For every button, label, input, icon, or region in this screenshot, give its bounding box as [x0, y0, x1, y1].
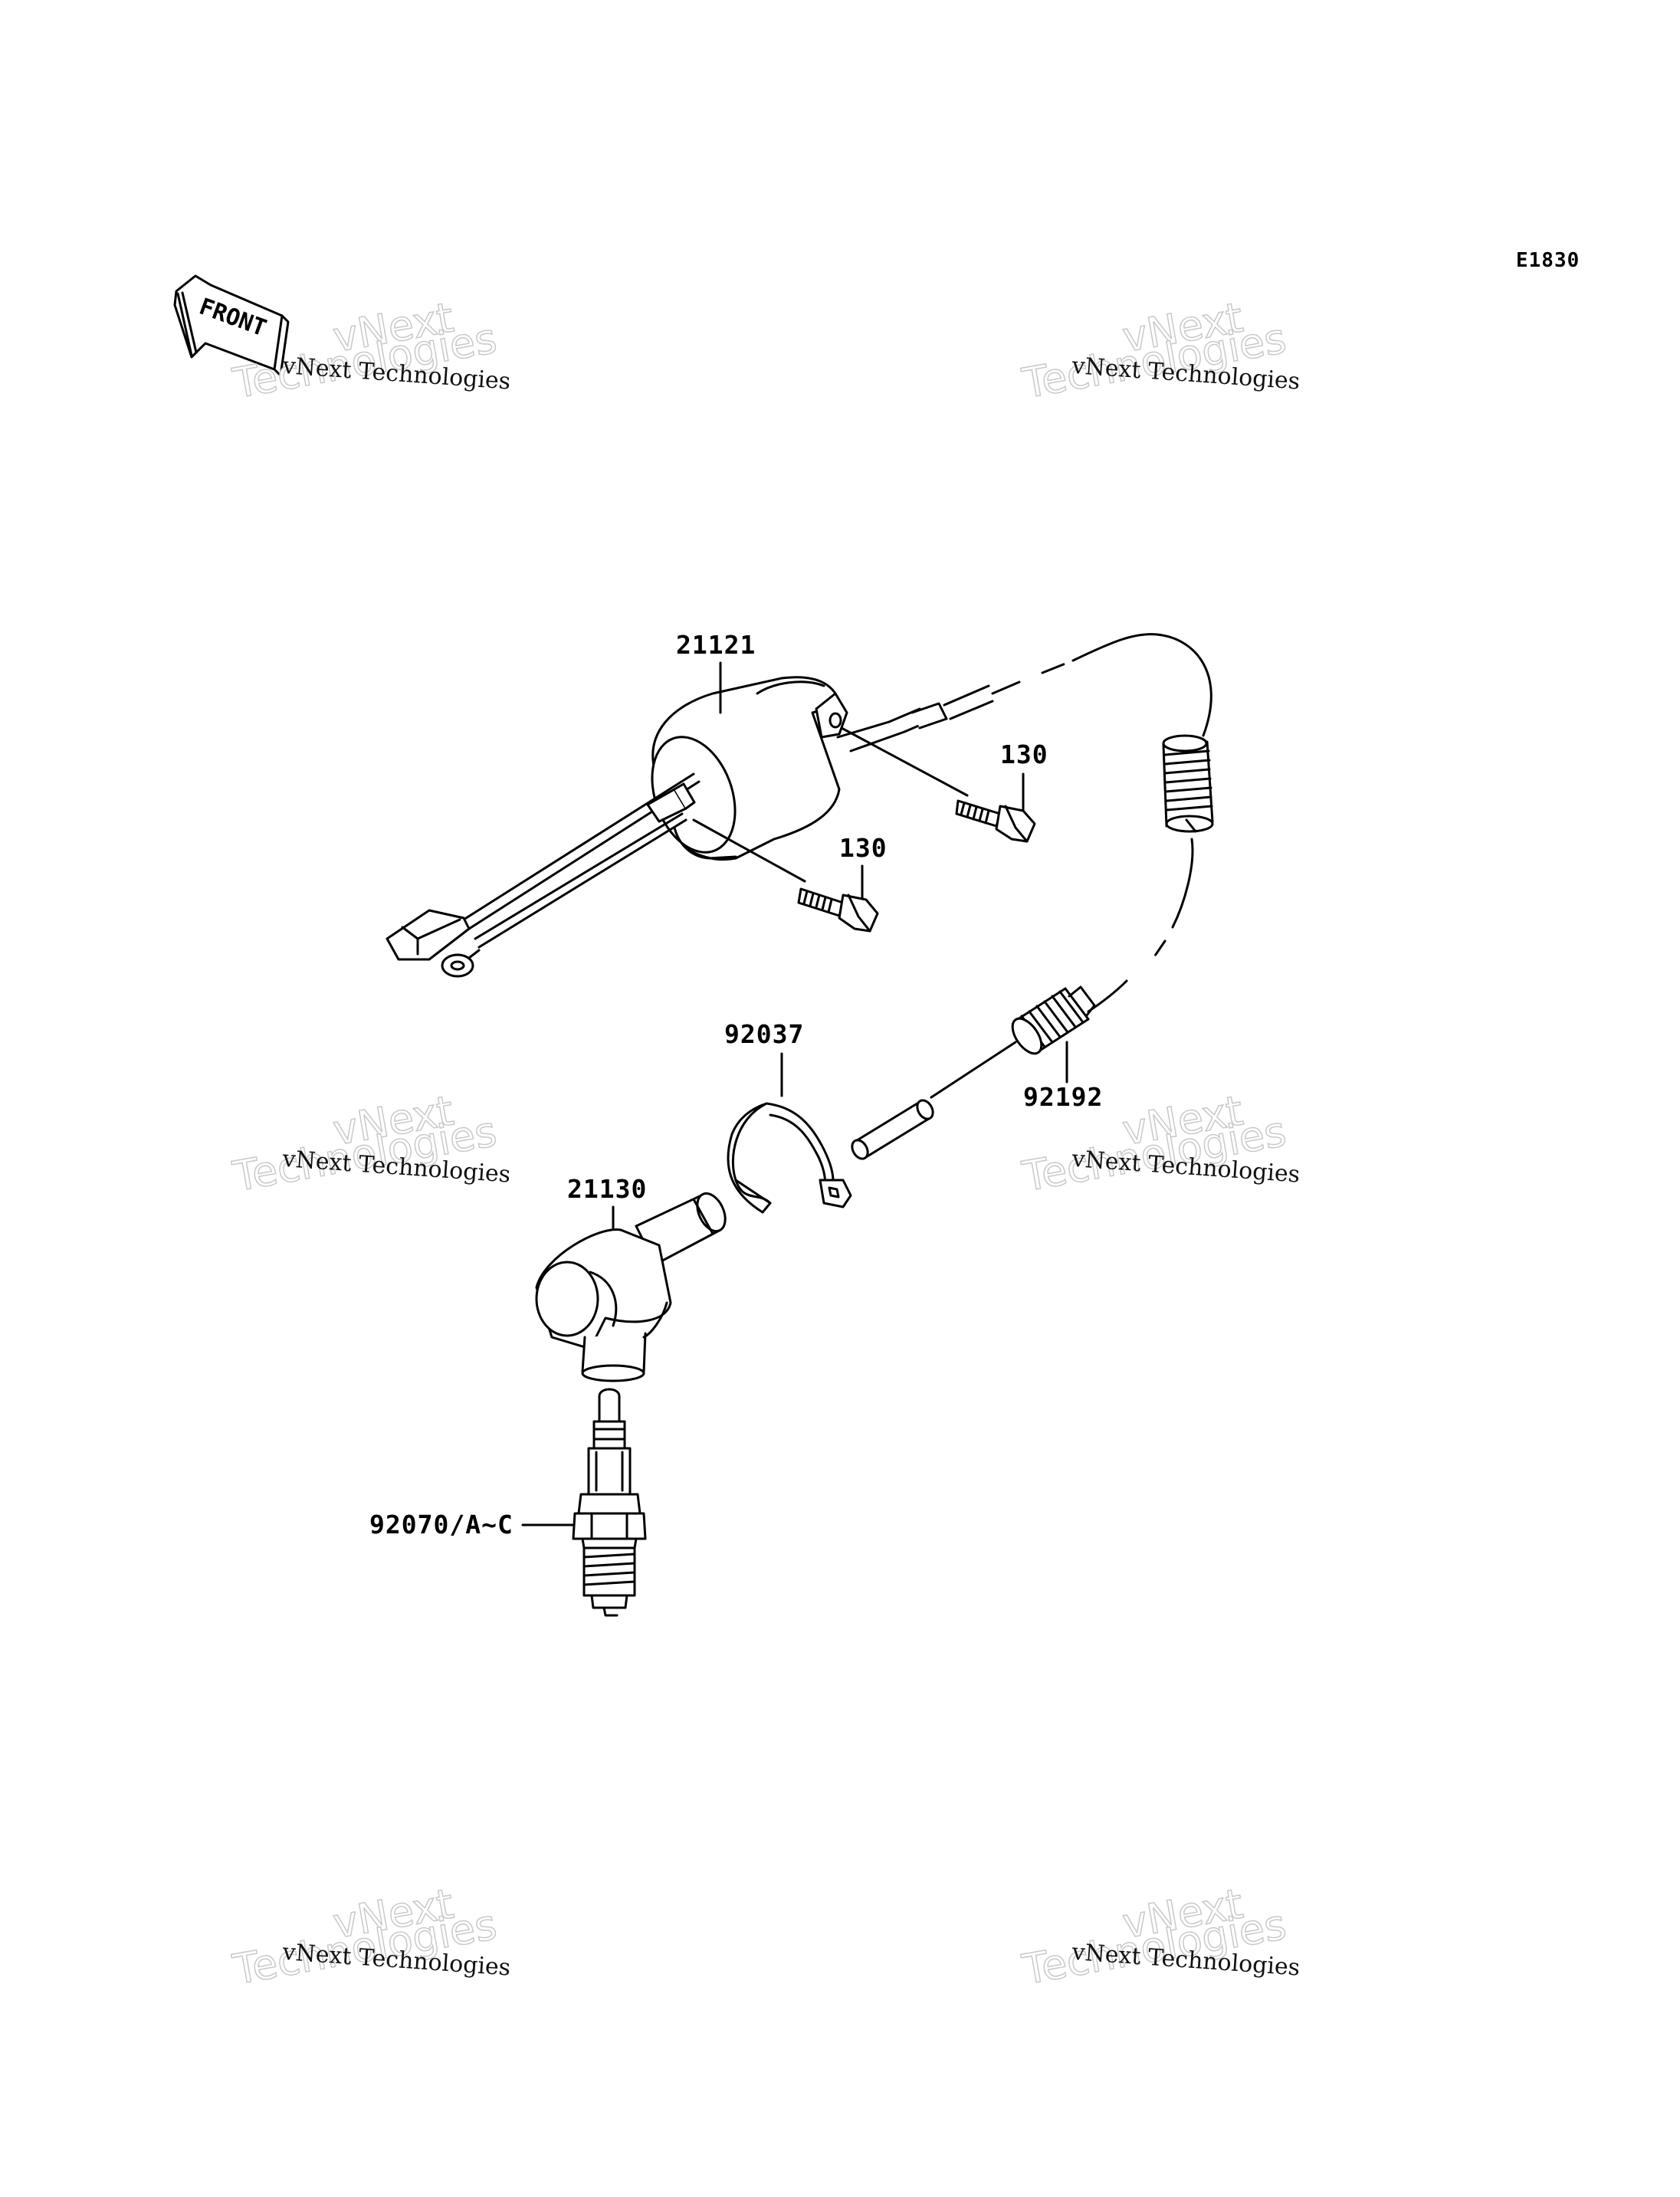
bolt-lower	[797, 887, 879, 933]
part-label-21130: 21130	[567, 1174, 648, 1204]
part-label-92192: 92192	[1023, 1082, 1104, 1112]
clamp	[727, 1102, 852, 1214]
front-arrow-icon: FRONT	[173, 274, 290, 377]
part-label-130-upper: 130	[1000, 739, 1048, 769]
diagram-code: E1830	[1516, 249, 1580, 272]
bolt-upper	[955, 799, 1036, 843]
part-label-130-lower: 130	[839, 833, 888, 863]
spring-upper	[1162, 734, 1214, 833]
spark-plug	[572, 1388, 647, 1617]
ignition-coil	[386, 633, 1212, 1013]
part-label-21121: 21121	[676, 630, 756, 660]
part-label-92070: 92070/A~C	[369, 1510, 514, 1540]
spring-lower	[851, 985, 1096, 1160]
part-label-92037: 92037	[724, 1019, 805, 1049]
plug-cap	[535, 1192, 727, 1382]
leader-lines	[521, 661, 1068, 1526]
